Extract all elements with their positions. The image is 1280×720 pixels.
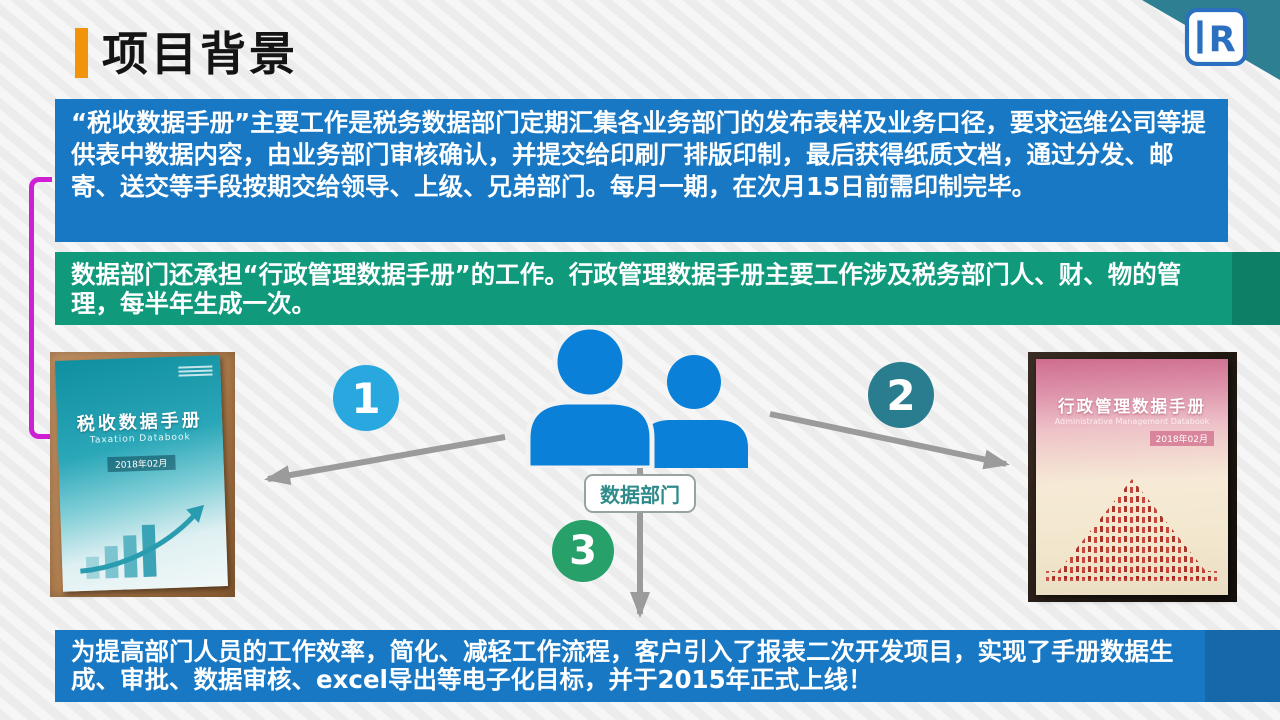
- data-department-label: 数据部门: [584, 474, 696, 513]
- tax-handbook-cover: 税收数据手册 Taxation Databook 2018年02月: [55, 355, 228, 592]
- logo-icon: R: [1184, 7, 1248, 66]
- page-title: 项目背景: [102, 27, 298, 81]
- company-logo: R: [1184, 7, 1248, 66]
- admin-handbook-cover-date: 2018年02月: [1149, 431, 1214, 446]
- admin-handbook-description-box: 数据部门还承担“行政管理数据手册”的工作。行政管理数据手册主要工作涉及税务部门人…: [55, 252, 1232, 325]
- person-large-icon: [525, 326, 655, 468]
- admin-handbook-photo: 行政管理数据手册 Administrative Management Datab…: [1028, 352, 1237, 602]
- person-small-icon: [640, 355, 748, 468]
- tax-handbook-description-box: “税收数据手册”主要工作是税务数据部门定期汇集各业务部门的发布表样及业务口径，要…: [55, 99, 1228, 242]
- project-box-edge-strip: [1205, 630, 1280, 702]
- project-result-box: 为提高部门人员的工作效率，简化、减轻工作流程，客户引入了报表二次开发项目，实现了…: [55, 630, 1205, 702]
- admin-box-edge-strip: [1232, 252, 1280, 325]
- logo-letter: R: [1209, 20, 1236, 61]
- admin-handbook-description-text: 数据部门还承担“行政管理数据手册”的工作。行政管理数据手册主要工作涉及税务部门人…: [71, 260, 1182, 318]
- tax-handbook-cover-date: 2018年02月: [106, 454, 176, 473]
- project-result-text: 为提高部门人员的工作效率，简化、减轻工作流程，客户引入了报表二次开发项目，实现了…: [71, 637, 1174, 694]
- step-2-badge: 2: [868, 362, 934, 428]
- data-department-people-icon: [525, 326, 748, 468]
- arrow-to-left-book: [264, 434, 506, 486]
- admin-handbook-cover-title: 行政管理数据手册: [1058, 397, 1206, 416]
- title-accent-bar: [75, 28, 88, 78]
- cover-corner-decoration: [178, 363, 213, 378]
- admin-handbook-cover: 行政管理数据手册 Administrative Management Datab…: [1036, 359, 1228, 595]
- cover-chart-graphic: [80, 504, 205, 579]
- step-1-badge: 1: [333, 365, 399, 431]
- cover-crowd-graphic: [1046, 479, 1218, 581]
- admin-handbook-cover-subtitle: Administrative Management Databook: [1054, 417, 1210, 426]
- tax-handbook-description-text: “税收数据手册”主要工作是税务数据部门定期汇集各业务部门的发布表样及业务口径，要…: [71, 108, 1206, 201]
- tax-handbook-photo: 税收数据手册 Taxation Databook 2018年02月: [50, 352, 235, 597]
- highlight-bracket: [29, 177, 52, 439]
- step-3-badge: 3: [552, 520, 614, 582]
